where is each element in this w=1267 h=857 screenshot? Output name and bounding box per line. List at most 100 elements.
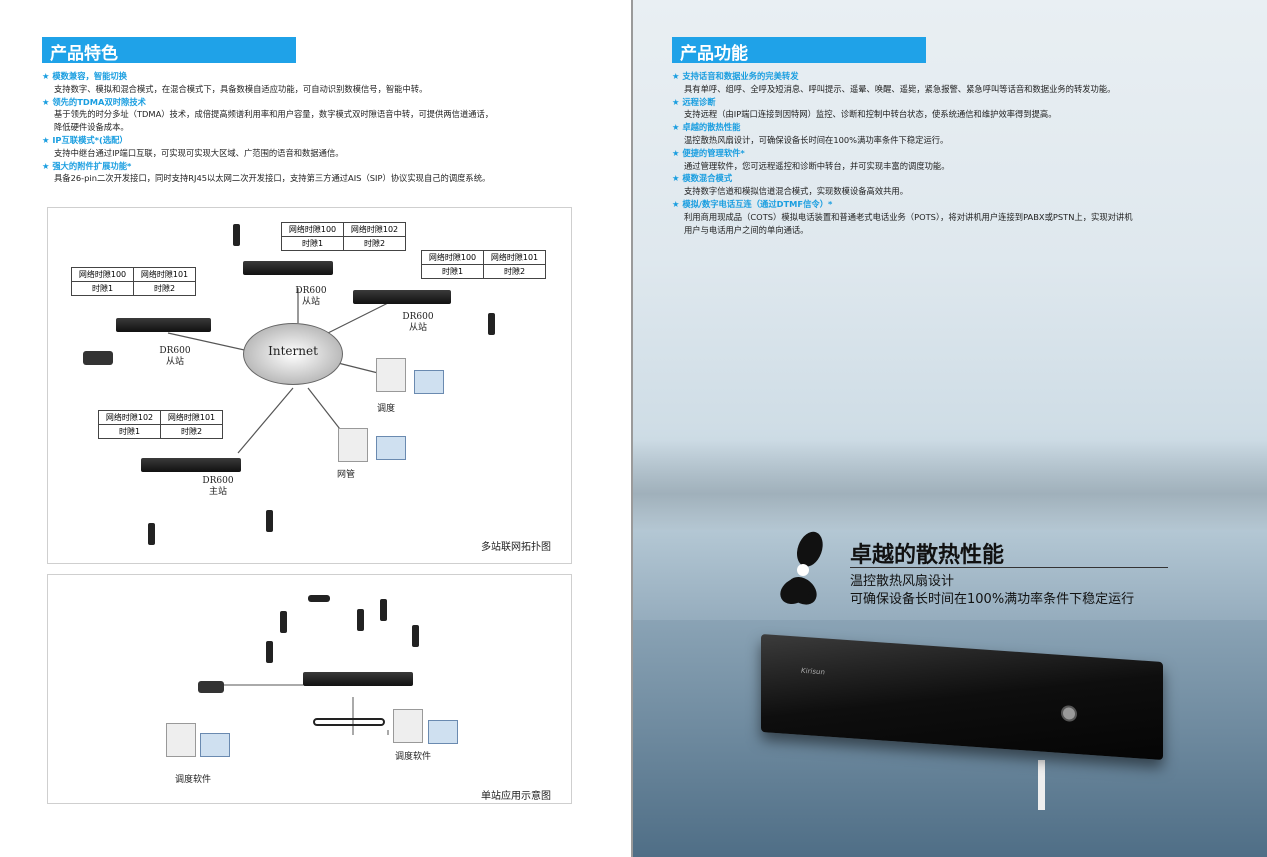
radio-icon xyxy=(357,609,364,631)
feature-description: 支持数字信道和模拟信道混合模式，实现数模设备高效共用。 xyxy=(684,186,909,197)
cell: 时隙2 xyxy=(483,264,546,279)
star-icon: ★ xyxy=(672,122,683,133)
left-header: 产品特色 xyxy=(42,37,296,64)
feature-title-text: 强大的附件扩展功能* xyxy=(52,160,132,171)
network-switch-icon xyxy=(313,718,385,726)
repeater-device-icon xyxy=(141,458,241,472)
right-page: 产品功能 ★ 支持话音和数据业务的完美转发具有单呼、组呼、全呼及短消息、呼叫提示… xyxy=(633,0,1267,857)
star-icon: ★ xyxy=(672,71,683,81)
network-links xyxy=(167,288,389,454)
network-management-pc-icon xyxy=(338,428,368,462)
feature-title: ★ 便捷的管理软件* xyxy=(672,147,1252,160)
radio-icon xyxy=(266,510,273,532)
star-icon: ★ xyxy=(42,160,53,171)
star-icon: ★ xyxy=(672,147,683,158)
feature-title: ★ 领先的TDMA双时隙技术 xyxy=(42,96,582,109)
feature-description: 通过管理软件，您可远程遥控和诊断中转台，并可实现丰富的调度功能。 xyxy=(684,160,950,171)
radio-icon xyxy=(148,523,155,545)
dispatch-pc-icon xyxy=(376,358,406,392)
feature-description: 温控散热风扇设计，可确保设备长时间在100%满功率条件下稳定运行。 xyxy=(684,134,949,145)
star-icon: ★ xyxy=(672,173,683,184)
cell: 网络时隙100 xyxy=(71,267,134,282)
feature-description: 用户与电话用户之间的单向通话。 xyxy=(684,224,809,235)
city-skyline-image xyxy=(633,440,1267,530)
product-functions-list: ★ 支持话音和数据业务的完美转发具有单呼、组呼、全呼及短消息、呼叫提示、遥晕、唤… xyxy=(672,70,1252,236)
feature-title-text: IP互联模式*(选配） xyxy=(52,134,128,145)
software-label: 调度软件 xyxy=(394,752,431,762)
cell: 网络时隙100 xyxy=(281,222,344,237)
repeater-device-icon xyxy=(353,290,451,304)
cell: 时隙1 xyxy=(98,424,161,439)
product-features-list: ★ 模数兼容，智能切换支持数字、模拟和混合模式，在混合模式下，具备数模自适应功能… xyxy=(42,70,582,185)
right-header: 产品功能 xyxy=(672,37,926,64)
mobile-radio-icon xyxy=(308,595,330,602)
star-icon: ★ xyxy=(42,96,53,107)
highlight-line2: 可确保设备长时间在100%满功率条件下稳定运行 xyxy=(850,592,1135,607)
feature-description: 支持中继台通过IP端口互联，可实现可实现大区域、广范围的语音和数据通信。 xyxy=(54,147,344,158)
highlight-title: 卓越的散热性能 xyxy=(850,543,1005,568)
highlight-line1: 温控散热风扇设计 xyxy=(850,574,955,589)
feature-title-text: 便捷的管理软件* xyxy=(682,147,745,158)
feature-title-text: 模数兼容，智能切换 xyxy=(52,71,128,81)
links xyxy=(213,684,389,735)
device-brand-logo: Kirisun xyxy=(801,666,825,677)
cell: 时隙2 xyxy=(343,236,406,251)
feature-title: ★ 模拟/数字电话互连（通过DTMF信令）* xyxy=(672,198,1252,211)
repeater-device-icon xyxy=(116,318,211,332)
feature-title-text: 支持话音和数据业务的完美转发 xyxy=(682,71,799,81)
fan-icon xyxy=(771,530,835,606)
cell: 时隙1 xyxy=(71,281,134,296)
mobile-radio-icon xyxy=(198,681,224,693)
monitor-icon xyxy=(200,733,230,757)
feature-title: ★ 模数兼容，智能切换 xyxy=(42,70,582,83)
dispatch-label: 调度 xyxy=(376,404,395,414)
software-label: 调度软件 xyxy=(174,775,211,785)
feature-title: ★ 卓越的散热性能 xyxy=(672,121,1252,134)
cell: 网络时隙102 xyxy=(98,410,161,425)
feature-description: 具备26-pin二次开发接口，同时支持RJ45以太网二次开发接口，支持第三方通过… xyxy=(54,173,491,184)
feature-title: ★ IP互联模式*(选配） xyxy=(42,134,582,147)
star-icon: ★ xyxy=(42,134,53,145)
cell: 时隙1 xyxy=(421,264,484,279)
internet-cloud-icon xyxy=(243,323,343,385)
feature-title: ★ 支持话音和数据业务的完美转发 xyxy=(672,70,1252,83)
internet-label: Internet xyxy=(268,344,318,358)
mobile-radio-icon xyxy=(83,351,113,365)
repeater-device-icon xyxy=(243,261,333,275)
radio-icon xyxy=(488,313,495,335)
diagram-caption: 单站应用示意图 xyxy=(481,791,551,802)
pc-icon xyxy=(393,709,423,743)
netmgmt-label: 网管 xyxy=(336,470,355,480)
feature-title-text: 模拟/数字电话互连（通过DTMF信令）* xyxy=(682,198,833,209)
feature-title: ★ 强大的附件扩展功能* xyxy=(42,160,582,173)
left-page: 产品特色 ★ 模数兼容，智能切换支持数字、模拟和混合模式，在混合模式下，具备数模… xyxy=(0,0,631,857)
cell: 网络时隙102 xyxy=(343,222,406,237)
pc-icon xyxy=(166,723,196,757)
feature-description: 具有单呼、组呼、全呼及短消息、呼叫提示、遥晕、唤醒、遥毙，紧急报警、紧急呼叫等话… xyxy=(684,83,1116,94)
page-divider xyxy=(631,0,633,857)
star-icon: ★ xyxy=(42,71,53,81)
feature-title-text: 卓越的散热性能 xyxy=(682,122,741,133)
monitor-icon xyxy=(376,436,406,460)
feature-title-text: 远程诊断 xyxy=(682,96,716,107)
cell: 网络时隙101 xyxy=(160,410,223,425)
radio-icon xyxy=(412,625,419,647)
feature-description: 利用商用现成品（COTS）模拟电话装置和普通老式电话业务（POTS），将对讲机用… xyxy=(684,211,1133,222)
star-icon: ★ xyxy=(672,96,683,107)
star-icon: ★ xyxy=(672,198,683,209)
radio-icon xyxy=(280,611,287,633)
monitor-icon xyxy=(414,370,444,394)
cell: 时隙2 xyxy=(133,281,196,296)
repeater-device-icon xyxy=(303,672,413,686)
single-site-diagram: 调度软件 调度软件 单站应用示意图 xyxy=(47,574,572,804)
power-button-icon xyxy=(1061,704,1077,723)
radio-icon xyxy=(380,599,387,621)
radio-icon xyxy=(233,224,240,246)
